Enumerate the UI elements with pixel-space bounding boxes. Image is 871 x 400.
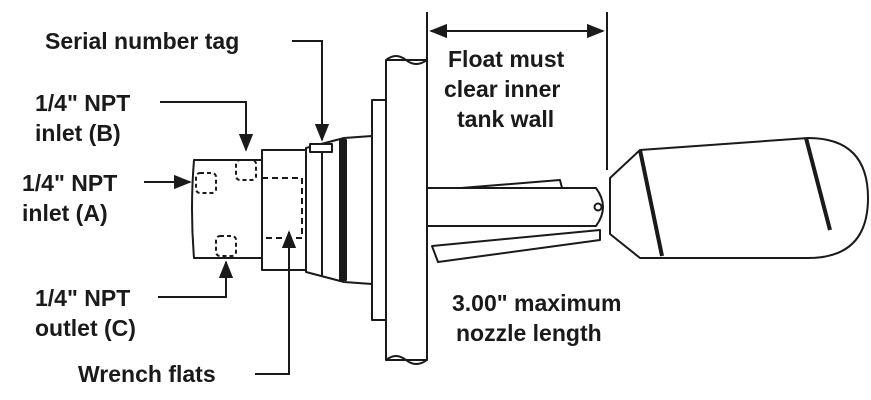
serial-tag-leader bbox=[292, 40, 330, 142]
stem-pin bbox=[593, 202, 603, 212]
wrench-flats-label: Wrench flats bbox=[78, 361, 216, 387]
inlet-a-label-line1: 1/4" NPT bbox=[22, 170, 117, 196]
wrench-flats-body bbox=[261, 149, 307, 271]
nozzle-stem bbox=[426, 187, 604, 227]
nozzle-length-label-line1: 3.00" maximum bbox=[452, 290, 621, 316]
tank-wall-break-bottom bbox=[385, 355, 428, 365]
outlet-c-leader bbox=[158, 260, 234, 298]
tank-flange bbox=[371, 99, 387, 321]
inlet-a-label-line2: inlet (A) bbox=[22, 200, 108, 226]
float-band-left bbox=[638, 149, 664, 257]
tank-wall bbox=[371, 55, 428, 365]
inlet-body bbox=[191, 159, 263, 259]
float-band-right bbox=[804, 137, 832, 231]
nozzle-length-label-line2: nozzle length bbox=[456, 320, 602, 346]
inlet-b-label-line1: 1/4" NPT bbox=[35, 90, 130, 116]
tank-wall-panel bbox=[385, 59, 428, 361]
seal-ring bbox=[339, 139, 347, 281]
serial-number-tag-label: Serial number tag bbox=[45, 28, 239, 54]
inlet-b-leader bbox=[160, 101, 254, 152]
inlet-b-label-line2: inlet (B) bbox=[35, 120, 121, 146]
wrench-flats-leader bbox=[255, 230, 297, 375]
inlet-b-port bbox=[235, 159, 257, 181]
outlet-c-label-line1: 1/4" NPT bbox=[35, 285, 130, 311]
float-clearance-label-line3: tank wall bbox=[457, 106, 554, 132]
float-clearance-label-line1: Float must bbox=[448, 46, 565, 72]
float bbox=[609, 137, 869, 259]
float-clearance-label-line2: clear inner bbox=[444, 76, 560, 102]
outlet-c-port bbox=[215, 235, 237, 257]
inlet-a-port bbox=[195, 172, 217, 194]
serial-number-tag-plate bbox=[309, 143, 333, 153]
float-arm-lower bbox=[431, 229, 601, 263]
outlet-c-label-line2: outlet (C) bbox=[35, 315, 136, 341]
tank-wall-break-top bbox=[385, 55, 428, 65]
